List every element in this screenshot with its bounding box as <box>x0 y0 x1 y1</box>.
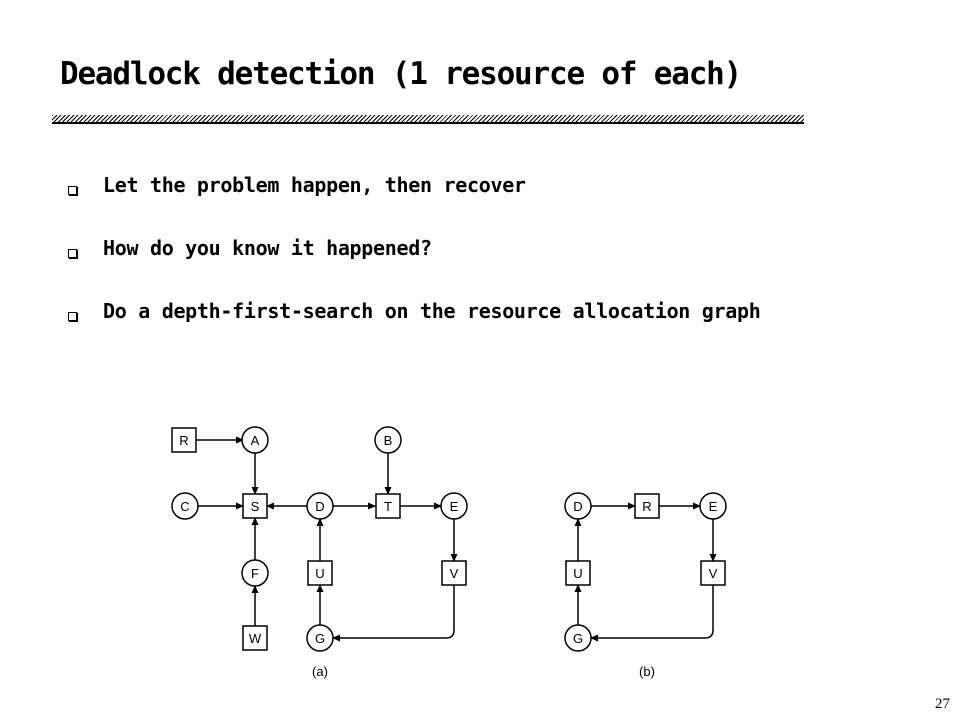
graph-a-labels: R A B C S D T E F U V W G (a) <box>179 433 458 679</box>
title-underline <box>52 115 804 124</box>
node-label: E <box>709 499 718 514</box>
resource-node-T <box>375 493 401 519</box>
edge-V-G <box>590 585 714 642</box>
graph-b-edges <box>574 502 717 642</box>
bullet-text: Let the problem happen, then recover <box>103 173 526 197</box>
node-label: R <box>179 433 188 448</box>
bullet-item: Do a depth-first-search on the resource … <box>68 298 788 325</box>
node-label: F <box>251 566 259 581</box>
process-node-E <box>699 492 727 520</box>
process-node-G <box>564 624 592 652</box>
node-label: C <box>180 499 189 514</box>
resource-node-W <box>242 625 268 651</box>
graph-a-edges <box>196 436 458 642</box>
node-label: V <box>450 566 459 581</box>
bullet-list: Let the problem happen, then recover How… <box>68 172 788 361</box>
square-bullet-icon <box>68 312 77 321</box>
square-bullet-icon <box>68 249 77 258</box>
node-label: D <box>573 499 582 514</box>
node-label: G <box>315 631 325 646</box>
process-node-D <box>564 492 592 520</box>
resource-node-S <box>242 493 268 519</box>
resource-node-V <box>441 560 467 586</box>
process-node-F <box>241 559 269 587</box>
edge-V-G <box>332 585 455 642</box>
node-label: V <box>709 566 718 581</box>
node-label: G <box>573 631 583 646</box>
node-label: S <box>251 499 260 514</box>
node-label: A <box>251 433 260 448</box>
process-node-D <box>306 492 334 520</box>
node-label: B <box>384 433 393 448</box>
graph-b-nodes <box>564 492 727 652</box>
node-label: U <box>315 566 324 581</box>
bullet-item: How do you know it happened? <box>68 235 788 262</box>
resource-allocation-graph: R A B C S D T E F U V W G (a) D R E U <box>171 426 727 679</box>
slide-title: Deadlock detection (1 resource of each) <box>60 56 742 92</box>
square-bullet-icon <box>68 186 77 195</box>
resource-node-U <box>307 560 333 586</box>
node-label: W <box>249 631 262 646</box>
resource-node-V <box>700 560 726 586</box>
node-label: T <box>384 499 392 514</box>
node-label: D <box>315 499 324 514</box>
process-node-G <box>306 624 334 652</box>
process-node-C <box>171 492 199 520</box>
graph-a-nodes <box>171 426 468 652</box>
process-node-E <box>440 492 468 520</box>
process-node-A <box>241 426 269 454</box>
process-node-B <box>374 426 402 454</box>
resource-node-U <box>565 560 591 586</box>
graph-a-caption: (a) <box>312 664 328 679</box>
bullet-text: How do you know it happened? <box>103 236 432 260</box>
graph-b-caption: (b) <box>639 664 655 679</box>
node-label: R <box>642 499 651 514</box>
node-label: U <box>573 566 582 581</box>
bullet-text: Do a depth-first-search on the resource … <box>103 299 761 323</box>
node-label: E <box>450 499 459 514</box>
resource-node-R <box>171 427 197 453</box>
resource-node-R <box>634 493 660 519</box>
bullet-item: Let the problem happen, then recover <box>68 172 788 199</box>
page-number: 27 <box>935 696 950 712</box>
graph-b-labels: D R E U V G (b) <box>573 499 718 679</box>
